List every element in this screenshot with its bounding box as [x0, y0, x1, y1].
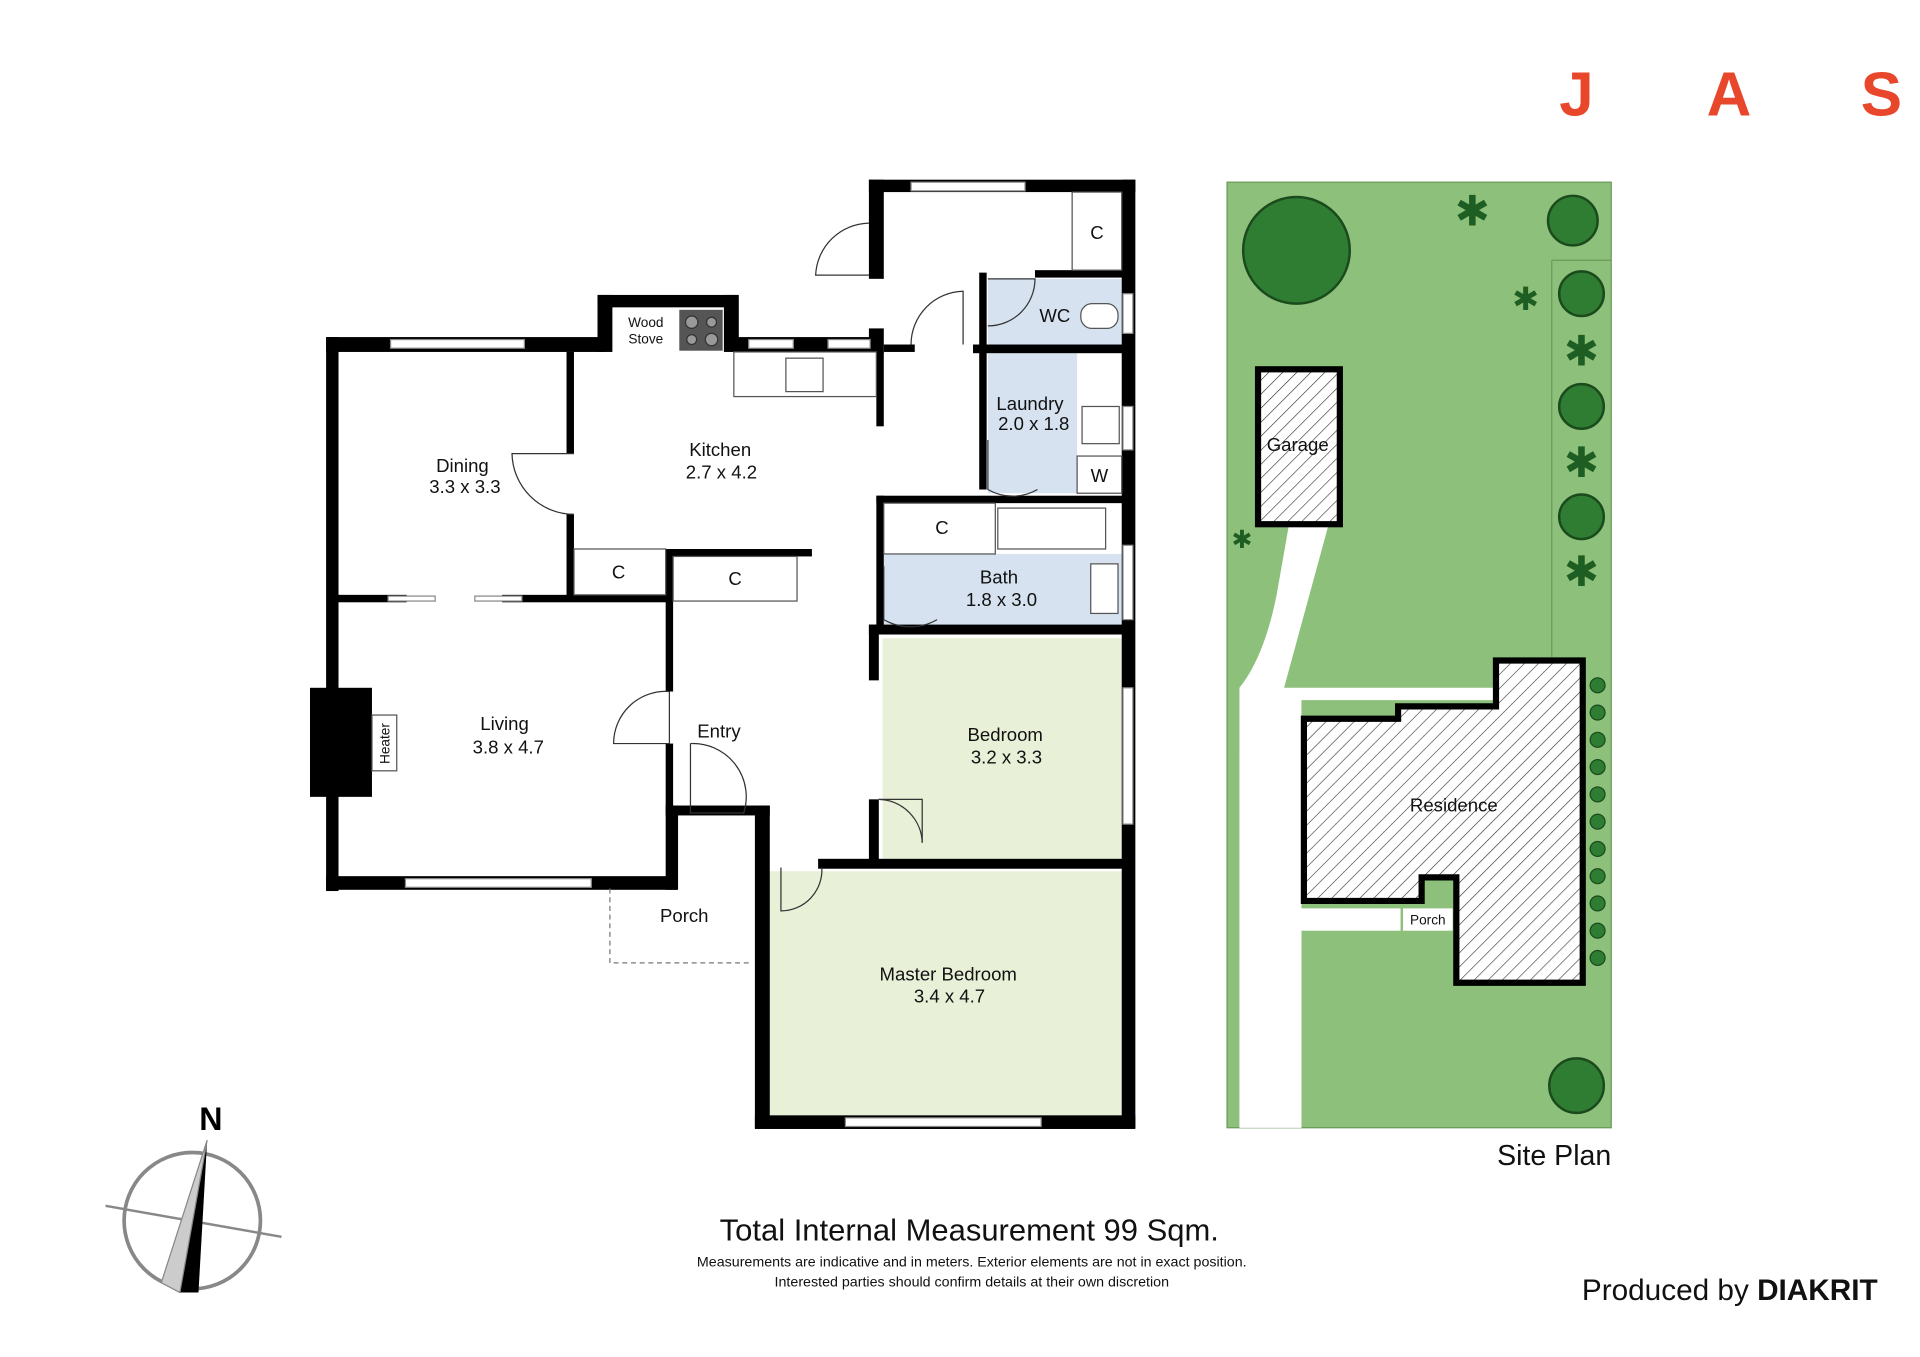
garage-label: Garage [1267, 434, 1329, 455]
closet-label: C [935, 517, 948, 538]
washer-space [1076, 455, 1123, 494]
site-plan: Garage Residence Porch ✱ ✱ ✱ ✱ ✱ ✱ Site Pla… [1226, 181, 1612, 1172]
site-porch-label: Porch [1410, 912, 1446, 927]
heater-label: Heater [377, 723, 392, 764]
bedroom-label: Bedroom [968, 724, 1043, 745]
washer-label: W [1091, 465, 1109, 486]
heater [371, 714, 398, 772]
laundry-floor [987, 353, 1078, 494]
svg-text:✱: ✱ [1564, 328, 1599, 375]
master-bedroom-label: Master Bedroom [880, 963, 1017, 984]
tree-icon [1546, 194, 1599, 247]
porch-outline [609, 888, 753, 964]
wc-label: WC [1039, 305, 1070, 326]
tree-icon [1548, 1057, 1606, 1115]
wood-stove-cooktop [679, 309, 723, 351]
tree-icon [1557, 382, 1606, 431]
producer-name: DIAKRIT [1757, 1274, 1878, 1307]
residence-label: Residence [1410, 795, 1498, 816]
producer-credit: Produced by DIAKRIT [1582, 1274, 1878, 1307]
fireplace [310, 687, 372, 797]
brand-letter-j: J [1559, 60, 1593, 129]
bath-floor [883, 553, 1122, 626]
kitchen-label: Kitchen [689, 439, 751, 460]
bath-label: Bath [980, 567, 1018, 588]
brand-letter-a: A [1707, 60, 1752, 129]
living-size: 3.8 x 4.7 [473, 736, 544, 757]
north-compass: N [105, 1101, 282, 1294]
kitchen-sink [785, 357, 824, 393]
disclaimer-line-1: Measurements are indicative and in meter… [697, 1255, 1247, 1271]
svg-text:✱: ✱ [1564, 548, 1599, 595]
closet [883, 502, 996, 555]
wood-stove-label: Wood [628, 315, 663, 330]
trees [1241, 194, 1606, 1115]
master-bedroom-floor [768, 871, 1122, 1120]
closet [573, 548, 667, 596]
tree-icon [1557, 270, 1606, 318]
tree-icon [1557, 493, 1606, 541]
laundry-label: Laundry [996, 393, 1064, 414]
brand-letter-s: S [1861, 60, 1902, 129]
site-plan-title: Site Plan [1497, 1140, 1611, 1172]
laundry-size: 2.0 x 1.8 [998, 413, 1069, 434]
toilet [1080, 303, 1119, 330]
entry-label: Entry [697, 720, 741, 741]
laundry-tub [1081, 405, 1120, 445]
svg-text:✱: ✱ [1232, 527, 1253, 554]
master-bedroom-size: 3.4 x 4.7 [914, 986, 985, 1007]
closet [1071, 191, 1123, 271]
shrubs: ✱ ✱ ✱ ✱ ✱ ✱ [1232, 188, 1600, 596]
basin [1090, 563, 1119, 615]
tree-icon [1241, 195, 1351, 305]
disclaimer-line-2: Interested parties should confirm detail… [775, 1274, 1169, 1290]
bath-size: 1.8 x 3.0 [966, 589, 1037, 610]
svg-text:✱: ✱ [1564, 439, 1599, 486]
garage [1254, 366, 1343, 528]
closet-label: C [612, 562, 625, 583]
total-measurement: Total Internal Measurement 99 Sqm. [720, 1213, 1219, 1248]
closet [672, 555, 798, 602]
floor-plan: Dining 3.3 x 3.3 Kitchen 2.7 x 4.2 Livin… [310, 179, 1136, 1129]
north-label: N [199, 1101, 222, 1137]
svg-text:✱: ✱ [1455, 188, 1490, 235]
produced-by-text: Produced by [1582, 1274, 1749, 1307]
bathtub [997, 507, 1107, 550]
dining-size: 3.3 x 3.3 [429, 476, 500, 497]
kitchen-size: 2.7 x 4.2 [686, 461, 757, 482]
closet-label: C [728, 568, 741, 589]
wood-stove-label: Stove [628, 331, 663, 346]
dining-label: Dining [436, 455, 489, 476]
living-label: Living [480, 713, 529, 734]
bedroom-size: 3.2 x 3.3 [971, 746, 1042, 767]
closet-label: C [1090, 222, 1103, 243]
svg-text:✱: ✱ [1512, 281, 1539, 317]
brand-logo: J A S [1559, 60, 1902, 129]
hedge [1589, 677, 1606, 967]
residence [1300, 657, 1586, 986]
porch-label: Porch [660, 905, 709, 926]
